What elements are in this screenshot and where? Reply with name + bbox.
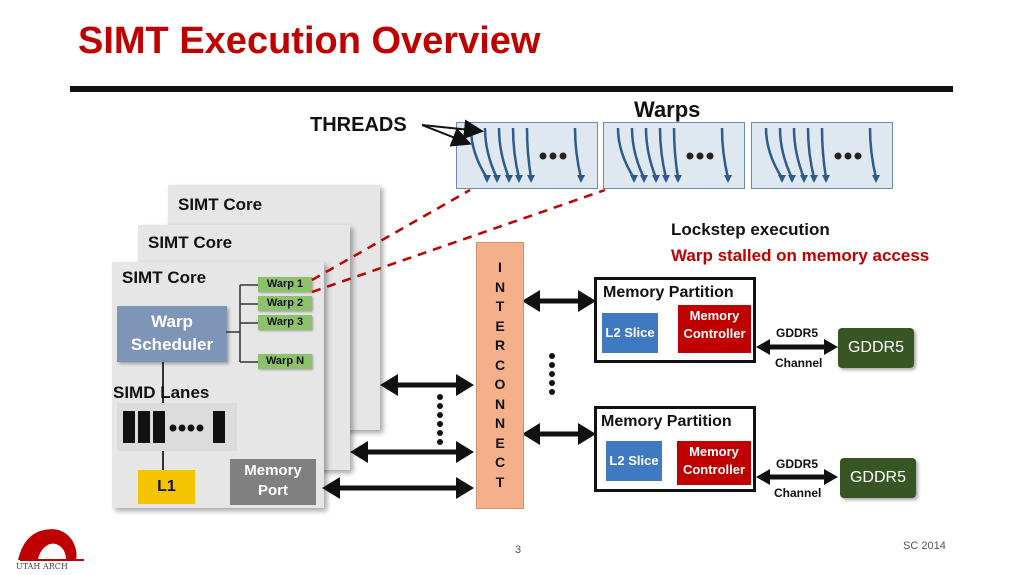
threads-pointer-arrow (421, 124, 472, 147)
arrowhead-icon (456, 477, 474, 499)
memory-partition-title: Memory Partition (601, 413, 732, 430)
simt-core-title: SIMT Core (148, 233, 233, 252)
thread-arrows-icon (764, 127, 880, 183)
ellipsis-icon (169, 424, 204, 432)
stall-note: Warp stalled on memory access (671, 246, 930, 265)
scheduler-branches (226, 284, 260, 363)
arrowhead-icon (824, 469, 838, 485)
simt-core-title: SIMT Core (122, 268, 207, 287)
warp-box-3 (751, 122, 893, 189)
arrowhead-icon (456, 374, 474, 396)
memory-port-line-1: Memory (244, 462, 302, 479)
warp-scheduler: Warp Scheduler (117, 306, 227, 362)
interconnect-letters: I N T E R C O N N E C T (485, 258, 515, 492)
simd-lane (213, 411, 225, 443)
arrowhead-icon (522, 423, 540, 445)
interconnect-letter: N (494, 395, 506, 412)
interconnect-letter: R (494, 337, 506, 353)
interconnect-letter: T (495, 473, 505, 490)
footer-right: SC 2014 (903, 540, 946, 552)
memory-controller-line-1: Memory (689, 444, 739, 459)
memory-port: Memory Port (230, 459, 316, 505)
threads-label: THREADS (310, 114, 407, 136)
simd-lane (123, 411, 135, 443)
interconnect-letter: N (494, 415, 506, 431)
arrowhead-icon (350, 441, 368, 463)
memory-controller-line-2: Controller (683, 326, 746, 341)
memory-controller-line-1: Memory (689, 308, 740, 323)
gddr5-dram-2: GDDR5 (840, 458, 916, 498)
utah-arch-logo: UTAH ARCH (16, 529, 84, 570)
warp-tag-3: Warp 3 (258, 315, 312, 330)
memory-port-line-2: Port (258, 482, 288, 499)
memory-partition-2: Memory Partition L2 Slice Memory Control… (594, 406, 756, 492)
title-rule (70, 86, 953, 92)
memory-partition-title: Memory Partition (603, 284, 734, 301)
interconnect: I N T E R C O N N E C T (476, 242, 524, 509)
arrowhead-icon (578, 290, 596, 312)
interconnect-letter: O (494, 376, 506, 392)
memory-partition-1: Memory Partition L2 Slice Memory Control… (594, 277, 756, 363)
channel-label-top: GDDR5 (776, 457, 819, 471)
interconnect-letter: C (494, 454, 506, 470)
warp-tag-2: Warp 2 (258, 296, 312, 311)
channel-label-bottom: Channel (775, 356, 823, 370)
interconnect-letter: E (495, 317, 505, 334)
channel-label-bottom: Channel (774, 486, 822, 500)
zoom-dashed-line (311, 188, 471, 282)
lockstep-note: Lockstep execution (671, 220, 830, 239)
gddr5-dram-1: GDDR5 (838, 328, 914, 368)
simd-lane (138, 411, 150, 443)
memory-controller: Memory Controller (678, 305, 751, 353)
scheduler-line-1: Warp (151, 312, 193, 331)
logo-text: UTAH ARCH (16, 562, 68, 570)
interconnect-letter: N (494, 278, 506, 295)
l1-cache: L1 (138, 470, 195, 504)
channel-label-top: GDDR5 (776, 326, 819, 340)
arrowhead-icon (756, 339, 770, 355)
page-number: 3 (515, 544, 522, 556)
arrowhead-icon (456, 441, 474, 463)
l2-slice: L2 Slice (606, 441, 662, 481)
interconnect-letter: T (495, 298, 505, 314)
arrowhead-icon (522, 290, 540, 312)
thread-arrows-icon (616, 127, 732, 183)
memory-controller-line-2: Controller (682, 462, 746, 477)
zoom-dashed-line (311, 188, 606, 294)
slide-title: SIMT Execution Overview (78, 20, 541, 62)
warp-tag-n: Warp N (258, 354, 312, 369)
simd-lanes (117, 403, 237, 451)
simt-core-title: SIMT Core (178, 195, 263, 214)
interconnect-letter: C (494, 356, 506, 373)
arrowhead-icon (824, 339, 838, 355)
warps-label: Warps (634, 97, 701, 122)
l2-slice: L2 Slice (602, 313, 658, 353)
warp-tag-1: Warp 1 (258, 277, 312, 292)
scheduler-line-2: Scheduler (130, 335, 214, 354)
arrowhead-icon (322, 477, 340, 499)
arrowhead-icon (756, 469, 770, 485)
memory-controller: Memory Controller (677, 441, 751, 485)
arrowhead-icon (380, 374, 398, 396)
warp-box-2 (603, 122, 745, 189)
arrowhead-icon (578, 423, 596, 445)
interconnect-letter: E (495, 434, 505, 451)
simd-lanes-label: SIMD Lanes (113, 383, 210, 402)
interconnect-letter: I (498, 259, 502, 275)
simd-lane (153, 411, 165, 443)
